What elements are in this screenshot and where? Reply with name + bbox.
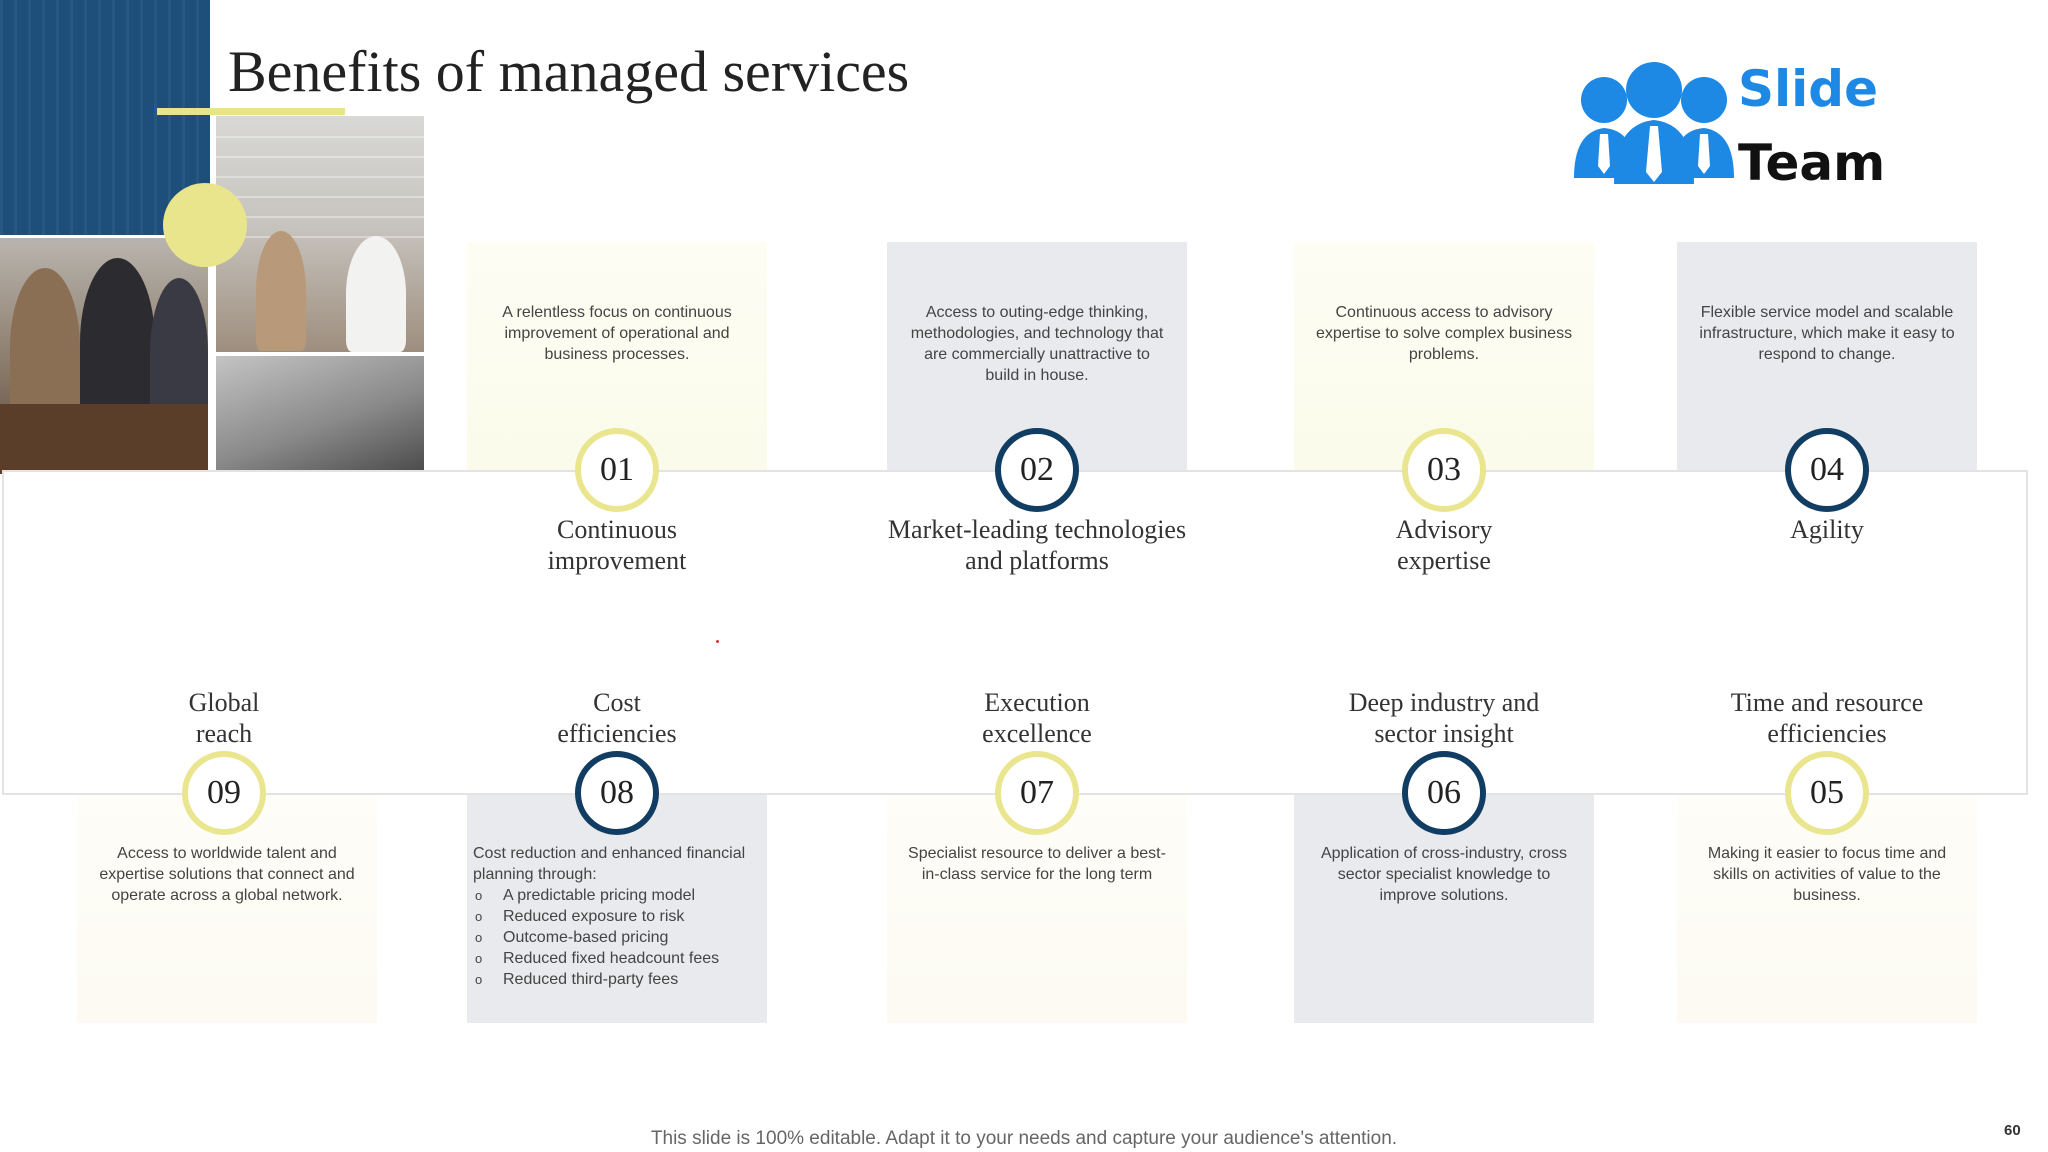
team-people-icon [1574,62,1734,184]
number-badge-03: 03 [1402,428,1486,512]
benefit-label-05: Time and resource efficiencies [1657,687,1997,749]
decorative-blue-block [0,0,210,235]
benefit-description: Continuous access to advisory expertise … [1315,304,1573,363]
benefit-label-02: Market-leading technologies and platform… [857,514,1217,576]
number-badge-01: 01 [575,428,659,512]
decorative-yellow-circle [163,183,247,267]
benefit-label-09: Global reach [54,687,394,749]
benefit-card-07: Specialist resource to deliver a best-in… [887,795,1187,1023]
meeting-photo-top [216,116,424,352]
benefit-description: Specialist resource to deliver a best-in… [908,845,1166,883]
benefit-description: A relentless focus on continuous improve… [502,304,732,363]
benefit-description: Access to worldwide talent and expertise… [99,845,355,904]
benefit-description: Flexible service model and scalable infr… [1699,304,1955,363]
number-badge-06: 06 [1402,751,1486,835]
benefit-description: Cost reduction and enhanced financial pl… [473,845,746,883]
number-badge-05: 05 [1785,751,1869,835]
bullet-item: Reduced exposure to risk [473,906,749,927]
bullet-item: Outcome-based pricing [473,927,749,948]
benefit-label-08: Cost efficiencies [447,687,787,749]
center-band [2,470,2028,795]
number-badge-04: 04 [1785,428,1869,512]
benefit-description: Access to outing-edge thinking, methodol… [910,304,1164,384]
benefit-description: Application of cross-industry, cross sec… [1320,845,1567,904]
slideteam-logo: Slide Team [1570,54,1890,194]
benefit-label-04: Agility [1657,514,1997,545]
benefit-description: Making it easier to focus time and skill… [1707,845,1947,904]
label-text: Market-leading technologies and platform… [887,515,1187,575]
number-badge-02: 02 [995,428,1079,512]
benefit-label-01: Continuous improvement [447,514,787,576]
number-badge-09: 09 [182,751,266,835]
decorative-yellow-line [157,108,345,115]
label-text: Execution excellence [982,688,1092,748]
bullet-item: Reduced third-party fees [473,969,749,990]
benefit-label-03: Advisory expertise [1274,514,1614,576]
number-badge-07: 07 [995,751,1079,835]
label-text: Continuous improvement [547,515,687,575]
label-text: Cost efficiencies [557,688,677,748]
label-text: Global reach [188,688,260,748]
label-text: Deep industry and sector insight [1348,688,1540,748]
label-text: Agility [1790,515,1864,544]
stray-dot [716,640,719,643]
number-badge-08: 08 [575,751,659,835]
logo-text-slide: Slide [1738,60,1878,118]
benefit-label-06: Deep industry and sector insight [1274,687,1614,749]
meeting-photo-left [0,238,208,474]
footer-note: This slide is 100% editable. Adapt it to… [650,1128,1398,1149]
label-text: Time and resource efficiencies [1730,688,1924,748]
page-title: Benefits of managed services [228,39,910,104]
benefit-bullet-list: A predictable pricing model Reduced expo… [473,885,749,990]
bullet-item: Reduced fixed headcount fees [473,948,749,969]
page-number: 60 [2004,1122,2021,1139]
label-text: Advisory expertise [1395,515,1493,575]
benefit-label-07: Execution excellence [867,687,1207,749]
bullet-item: A predictable pricing model [473,885,749,906]
benefit-card-01: A relentless focus on continuous improve… [467,242,767,470]
logo-text-team: Team [1738,134,1886,192]
